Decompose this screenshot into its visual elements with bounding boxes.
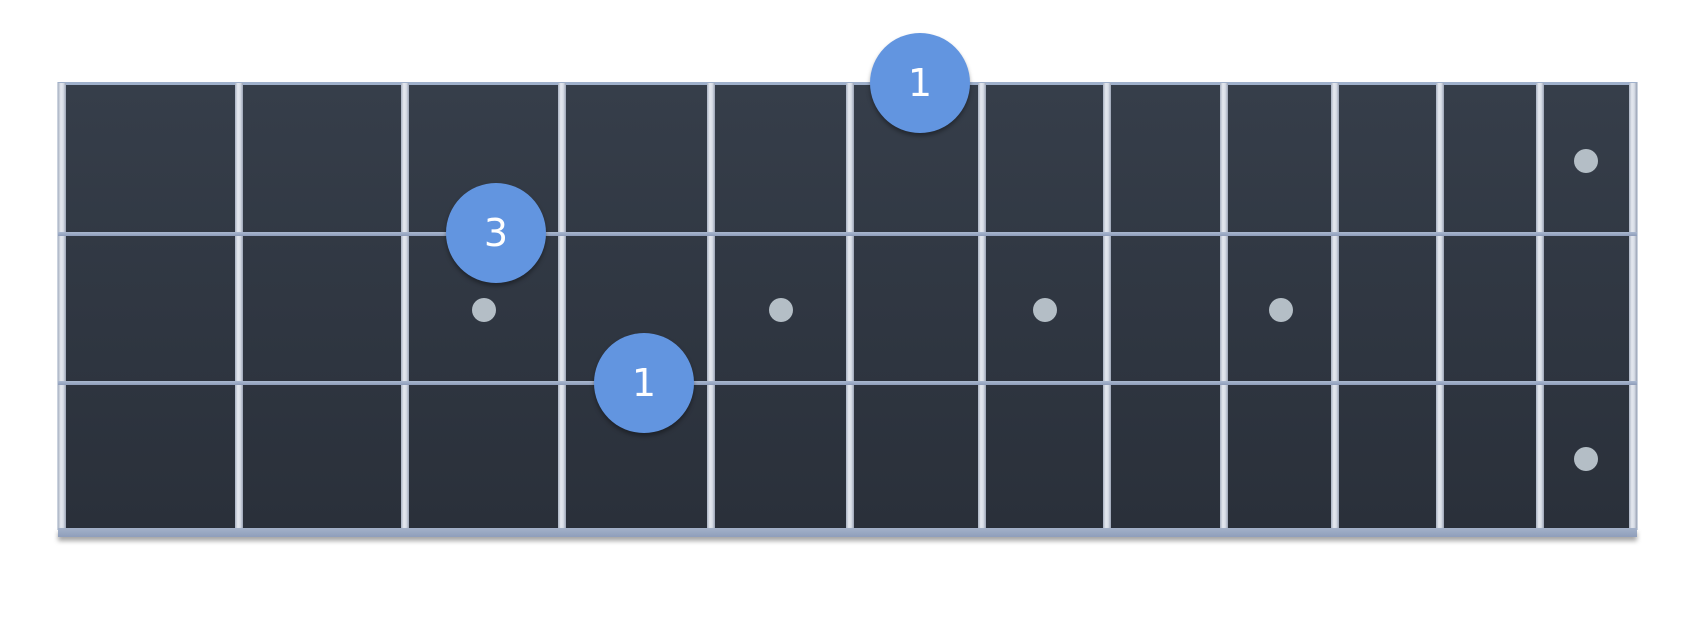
fret-9 <box>1331 83 1339 529</box>
fret-nut <box>58 83 66 529</box>
string-3 <box>58 381 1637 385</box>
fret-11 <box>1536 83 1544 529</box>
finger-number: 1 <box>631 361 657 405</box>
fret-3 <box>558 83 566 529</box>
finger-marker: 3 <box>446 183 546 283</box>
fret-1 <box>235 83 243 529</box>
string-bottom-edge <box>58 528 1637 537</box>
fret-7 <box>1103 83 1111 529</box>
fret-6 <box>978 83 986 529</box>
inlay-dot-fret-5 <box>769 298 793 322</box>
inlay-dot-fret-7 <box>1033 298 1057 322</box>
inlay-dot-fret-12-upper <box>1574 149 1598 173</box>
fret-2 <box>401 83 409 529</box>
fret-10 <box>1436 83 1444 529</box>
finger-marker: 1 <box>870 33 970 133</box>
fret-5 <box>846 83 854 529</box>
finger-number: 1 <box>907 61 933 105</box>
fret-12 <box>1629 83 1637 529</box>
finger-marker: 1 <box>594 333 694 433</box>
inlay-dot-fret-9 <box>1269 298 1293 322</box>
inlay-dot-fret-3 <box>472 298 496 322</box>
fret-8 <box>1220 83 1228 529</box>
finger-number: 3 <box>483 211 509 255</box>
string-2 <box>58 232 1637 236</box>
fret-4 <box>707 83 715 529</box>
inlay-dot-fret-12-lower <box>1574 447 1598 471</box>
